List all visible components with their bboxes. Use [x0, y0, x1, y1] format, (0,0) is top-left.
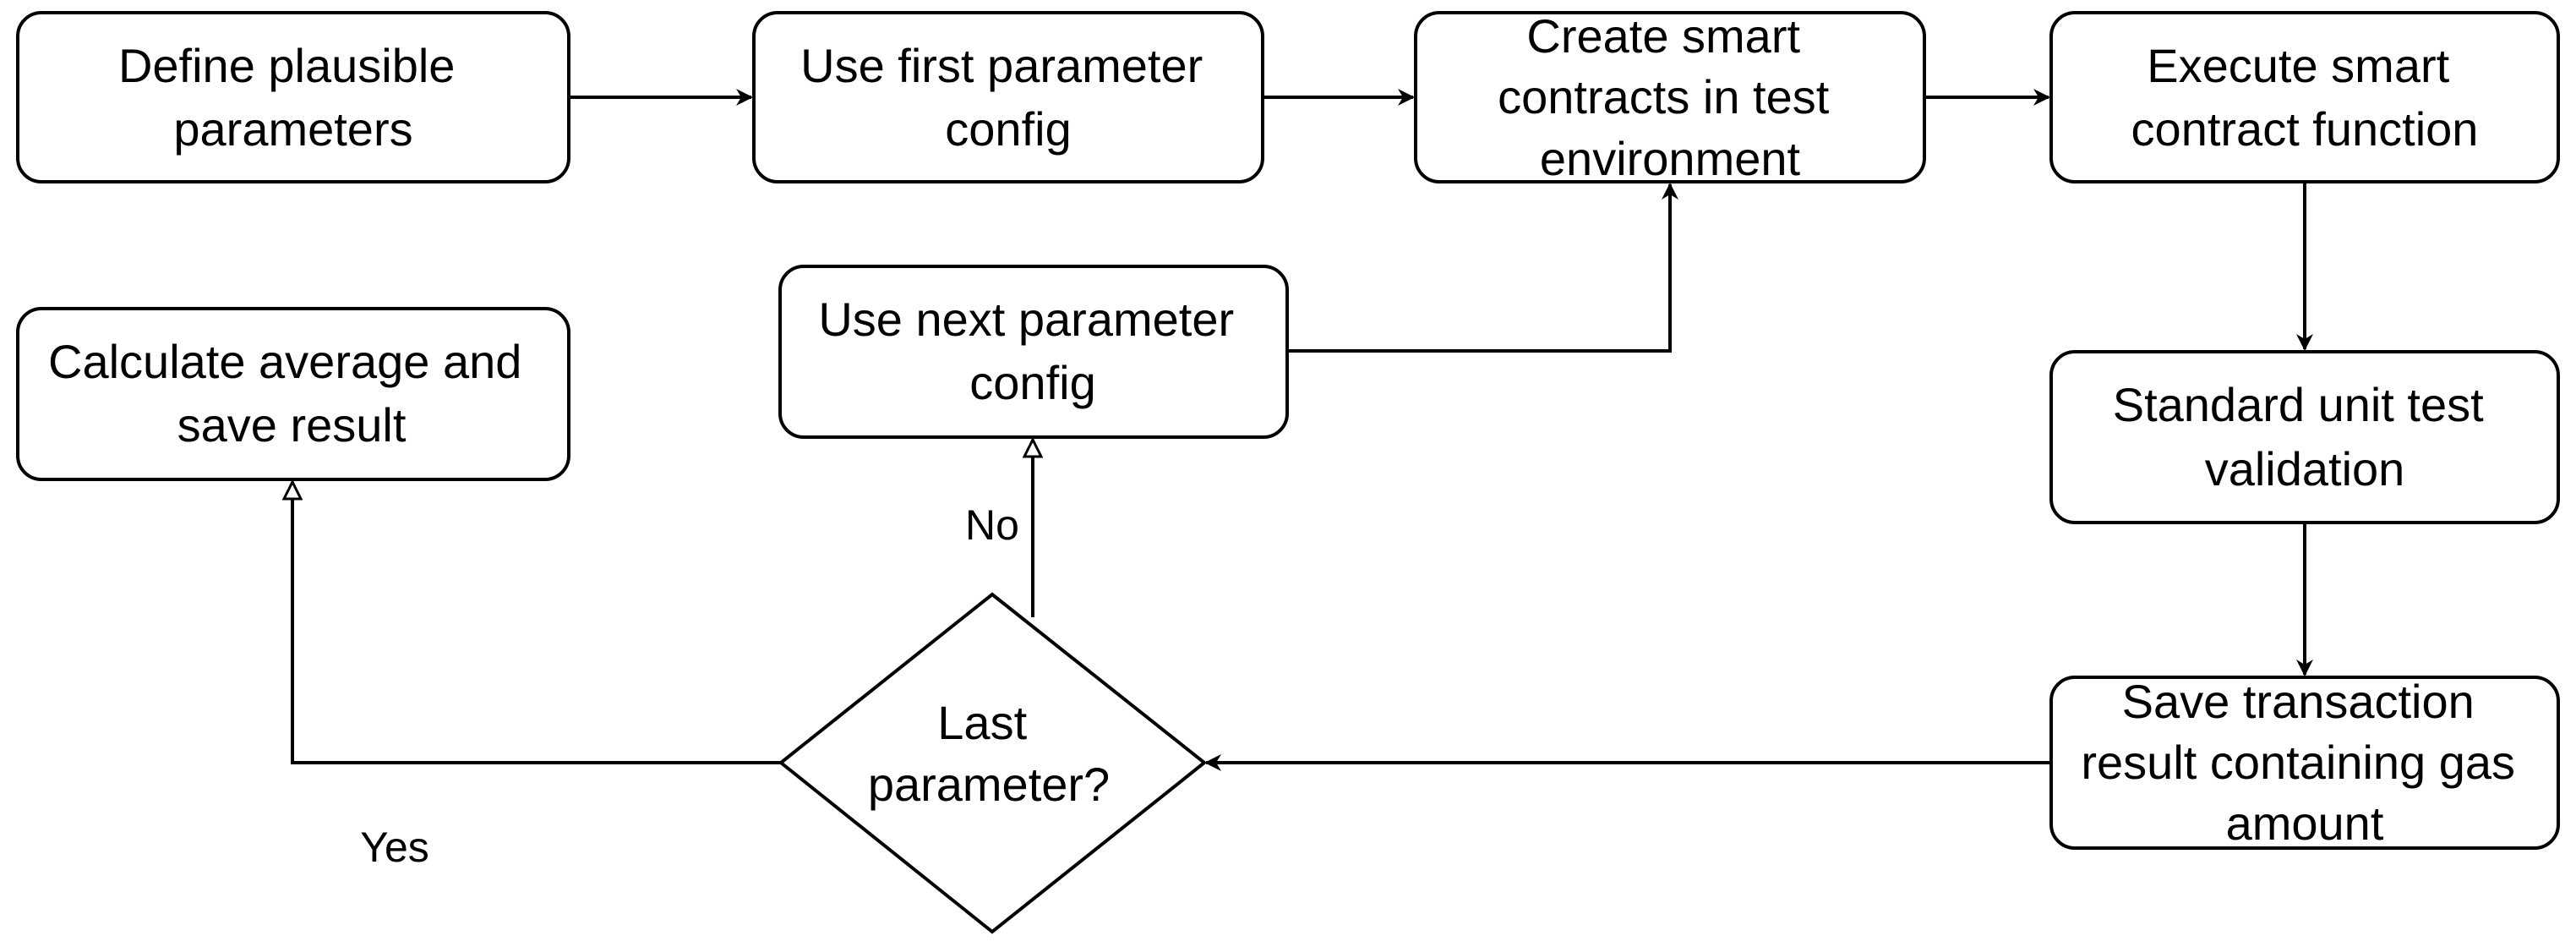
node-execute-function: Execute smart contract function [2049, 11, 2560, 183]
edge-decision-yes-to-calculate [292, 482, 781, 764]
node-unit-test-validation: Standard unit test validation [2049, 350, 2560, 524]
edge-label-no: No [965, 501, 1019, 549]
node-create-contracts: Create smart contracts in test environme… [1414, 9, 1926, 185]
node-save-transaction-text: Save transaction result containing gas a… [2081, 675, 2528, 850]
node-execute-function-text: Execute smart contract function [2131, 39, 2479, 156]
node-last-parameter-text: Last parameter? [868, 696, 1110, 811]
edge-next-to-create [1287, 183, 1678, 353]
node-last-parameter-decision: Last parameter? [778, 592, 1208, 934]
node-save-transaction: Save transaction result containing gas a… [2049, 675, 2560, 850]
node-use-first-config: Use first parameter config [752, 11, 1264, 183]
node-use-next-config: Use next parameter config [778, 265, 1289, 439]
edge-label-yes: Yes [360, 824, 429, 871]
node-use-first-config-text: Use first parameter config [800, 39, 1216, 156]
node-calculate-average: Calculate average and save result [16, 307, 570, 481]
node-use-next-config-text: Use next parameter config [818, 293, 1247, 409]
node-calculate-average-text: Calculate average and save result [48, 335, 535, 452]
node-define-params: Define plausible parameters [16, 11, 570, 183]
node-define-params-text: Define plausible parameters [118, 39, 468, 156]
node-unit-test-validation-text: Standard unit test validation [2113, 378, 2497, 495]
node-create-contracts-text: Create smart contracts in test environme… [1498, 9, 1842, 185]
